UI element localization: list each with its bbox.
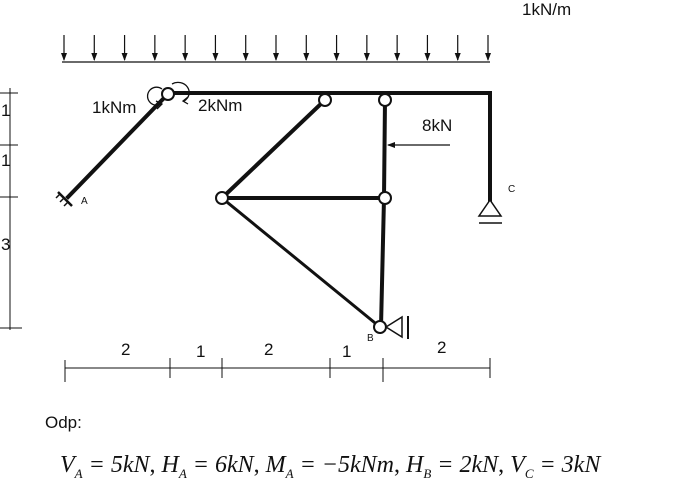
hdim-label: 2 [437,338,447,357]
diagonal-upper [219,97,328,201]
hdim-label: 2 [264,340,274,359]
value: = 5kN [82,452,150,478]
value: = 3kN [533,452,601,478]
subscript: A [178,466,187,481]
hinge-icon [373,320,387,334]
moment-left-label: 1kNm [92,98,137,117]
support-c-label: C [508,184,516,195]
answer-label: Odp: [45,413,82,432]
answer-item: MA = −5kNm, [265,452,406,481]
hdim-label: 2 [121,340,131,359]
distributed-load [61,35,491,63]
separator: , [393,452,406,478]
hinge-icon [378,93,392,107]
horizontal-dimension [64,358,491,382]
symbol: H [161,452,179,478]
value: = 6kN [186,452,254,478]
subscript: A [285,466,294,481]
vdim-label: 1 [1,101,11,120]
symbol: V [510,452,525,478]
subscript: A [74,466,83,481]
symbol: V [60,452,75,478]
member-a [65,94,168,200]
moment-right-label: 2kNm [198,96,243,115]
hinge-icon [215,191,229,205]
roller-support-b-icon [384,315,409,339]
hinge-icon [318,93,332,107]
vertical-dimension [0,88,22,330]
vertical-lower [378,195,387,330]
separator: , [149,452,162,478]
answer-item: HB = 2kN, [405,452,511,481]
hinge-icon [161,87,175,101]
symbol: H [405,452,424,478]
diagonal-lower [219,195,383,330]
value: = 2kN [431,452,499,478]
pinned-support-c-icon [477,198,503,224]
separator: , [253,452,266,478]
subscript: C [524,466,534,481]
point-force-label: 8kN [422,116,453,135]
answer-item: VA = 5kN, [60,452,162,481]
moment-2knm-icon [171,81,190,105]
vertical-right [381,97,388,201]
separator: , [498,452,511,478]
hinge-icon [378,191,392,205]
support-b-label: B [367,333,374,344]
vdim-label: 1 [1,151,11,170]
support-a-label: A [81,196,88,207]
value: = −5kNm [293,452,394,478]
answer-item: VC = 3kN [510,452,601,481]
moment-1knm-icon [146,86,164,110]
subscript: B [423,466,432,481]
answer-item: HA = 6kN, [161,452,266,481]
hinges [161,87,392,334]
hdim-label: 1 [196,342,206,361]
vdim-label: 3 [1,235,11,254]
top-beam-and-column-c [170,91,492,202]
answer-equation: VA = 5kN, HA = 6kN, MA = −5kNm, HB = 2kN… [60,452,600,482]
frame-members [65,91,492,330]
fixed-support-a-icon [55,191,73,207]
hdim-label: 1 [342,342,352,361]
distributed-load-label: 1kN/m [522,0,572,19]
symbol: M [265,452,286,478]
